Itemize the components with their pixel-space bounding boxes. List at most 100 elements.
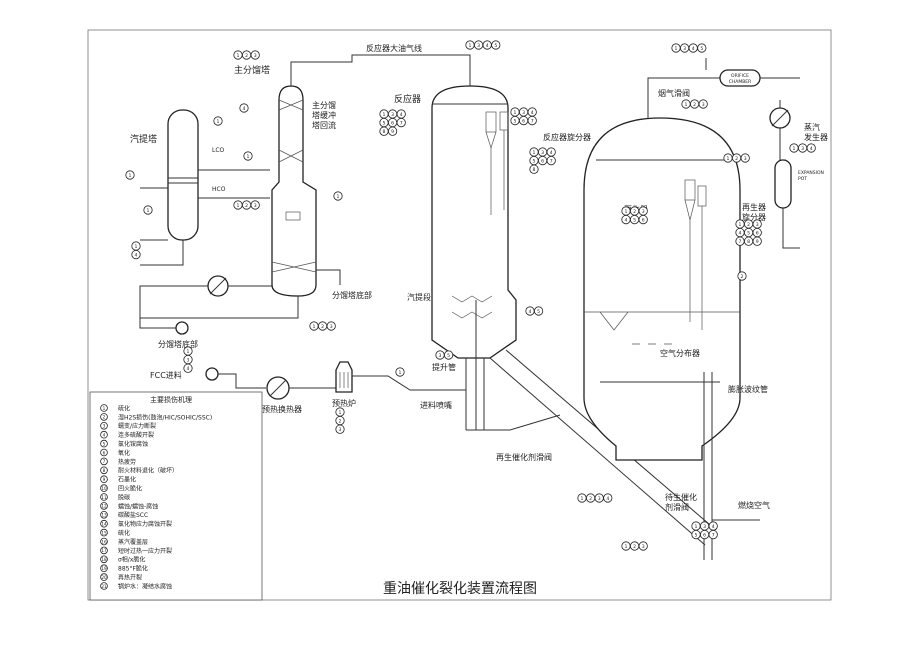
damage-mechanism-number: 8: [533, 167, 536, 173]
damage-mechanism-number: 2: [741, 274, 744, 280]
damage-mechanism-bubble: [603, 493, 613, 503]
damage-mechanism-number: 3: [683, 46, 686, 52]
fcc-feed-label: FCC进料: [150, 370, 182, 380]
damage-mechanism-bubble: [250, 50, 260, 60]
air-distributor-label: 空气分布器: [660, 348, 700, 358]
damage-mechanism-number: 1: [695, 524, 698, 530]
legend-item-text: 湿H2S损伤(鼓泡/HIC/SOHIC/SSC): [118, 413, 212, 421]
damage-mechanism-number: 7: [712, 532, 715, 538]
damage-mechanism-number: 1: [625, 209, 628, 215]
legend-number: 12: [101, 504, 107, 509]
damage-mechanism-number: 2: [747, 222, 750, 228]
damage-mechanism-number: 5: [383, 120, 386, 126]
damage-mechanism-number: 4: [243, 106, 246, 112]
damage-mechanism-bubble: [638, 541, 648, 551]
damage-mechanism-number: 1: [625, 544, 628, 550]
legend-item-text: 短时过热一应力开裂: [118, 547, 172, 555]
damage-mechanism-number: 6: [541, 158, 544, 164]
damage-mechanism-number: 1: [129, 173, 132, 179]
damage-mechanism-number: 3: [477, 43, 480, 49]
damage-mechanism-number: 3: [339, 427, 342, 433]
damage-mechanism-number: 4: [135, 252, 138, 258]
damage-mechanism-number: 7: [739, 239, 742, 245]
damage-mechanism-number: 3: [391, 112, 394, 118]
damage-mechanism-number: 3: [642, 544, 645, 550]
legend-number: 5: [103, 441, 106, 446]
damage-mechanism-bubble: [638, 215, 648, 225]
preheat-furnace-label: 预热炉: [332, 398, 356, 408]
feed-nozzle-label: 进料喷嘴: [420, 400, 452, 410]
damage-mechanism-number: 5: [695, 532, 698, 538]
legend-number: 1: [103, 406, 106, 411]
damage-mechanism-number: 1: [793, 146, 796, 152]
legend-number: 3: [103, 424, 106, 429]
legend-number-badge: [100, 466, 108, 475]
damage-mechanism-number: 1: [739, 222, 742, 228]
legend-title: 主要损伤机理: [150, 395, 192, 404]
legend-number-badge: [100, 493, 108, 501]
regenerator-vessel: [583, 117, 741, 461]
damage-mechanism-number: 2: [589, 496, 592, 502]
damage-mechanism-number: 3: [598, 496, 601, 502]
damage-mechanism-bubble: [131, 250, 141, 260]
legend-number: 20: [101, 575, 107, 580]
damage-mechanism-bubble: [443, 350, 454, 360]
legend-number: 15: [101, 530, 107, 535]
legend-number-badge: [100, 546, 108, 555]
damage-mechanism-number: 3: [703, 524, 706, 530]
legend-number-badge: [100, 413, 108, 421]
damage-mechanism-number: 6: [642, 217, 645, 223]
legend-number-badge: [100, 404, 108, 412]
combustion-air-label: 燃烧空气: [738, 500, 770, 510]
damage-mechanism-number: 4: [810, 146, 813, 152]
legend-number: 18: [101, 557, 107, 562]
damage-mechanism-bubble: [396, 118, 406, 128]
damage-mechanism-number: 3: [642, 209, 645, 215]
damage-mechanism-bubble: [395, 367, 405, 377]
damage-mechanism-number: 1: [533, 150, 536, 156]
damage-mechanism-number: 4: [529, 309, 532, 315]
damage-mechanism-number: 3: [330, 324, 333, 330]
reactor-vessel: [431, 85, 517, 359]
damage-mechanism-bubble: [527, 116, 537, 126]
riser-label: 提升管: [432, 362, 456, 372]
damage-mechanism-number: 6: [522, 118, 525, 124]
damage-mechanism-number: 2: [245, 203, 248, 209]
steam-generator-label: 蒸汽发生器: [804, 122, 828, 142]
legend-number-badge: [100, 510, 108, 519]
damage-mechanism-number: 1: [187, 349, 190, 355]
reactor-label: 反应器: [394, 93, 421, 105]
legend-item-text: 885°F脆化: [118, 565, 148, 573]
damage-mechanism-bubble: [183, 363, 193, 373]
legend-number: 13: [101, 513, 107, 518]
reactor-vapor-line-label: 反应器大油气线: [366, 43, 422, 53]
damage-mechanism-number: 1: [469, 43, 472, 49]
damage-mechanism-number: 5: [514, 118, 517, 124]
damage-mechanism-bubble: [806, 143, 816, 153]
legend-number-badge: [100, 421, 108, 430]
damage-mechanism-bubble: [546, 156, 556, 166]
reactor-cyclone-label: 反应器旋分器: [543, 132, 591, 142]
damage-mechanism-number: 5: [633, 217, 636, 223]
damage-mechanism-number: 6: [703, 532, 706, 538]
legend-item-text: 热疲劳: [118, 458, 136, 466]
damage-mechanism-number: 4: [187, 366, 190, 372]
legend-item-text: 硫化: [118, 529, 130, 537]
damage-mechanism-number: 1: [581, 496, 584, 502]
damage-mechanism-number: 1: [237, 53, 240, 59]
damage-mechanism-number: 5: [494, 43, 497, 49]
feed-pump-icon: [205, 367, 219, 381]
legend-number-badge: [100, 528, 108, 537]
legend-item-text: 蠕蚀/蠕蚀-腐蚀: [118, 502, 158, 510]
legend-item-text: 氧化: [118, 449, 130, 457]
stripping-section-label: 汽提段: [407, 292, 431, 302]
legend-number: 16: [101, 539, 107, 544]
damage-mechanism-number: 3: [254, 53, 257, 59]
damage-mechanism-number: 5: [447, 353, 450, 359]
regen-slide-valve-label: 再生催化剂滑阀: [496, 452, 552, 462]
damage-mechanism-bubble: [698, 99, 708, 109]
diagram-title: 重油催化裂化装置流程图: [383, 581, 537, 597]
damage-mechanism-number: 5: [747, 230, 750, 236]
